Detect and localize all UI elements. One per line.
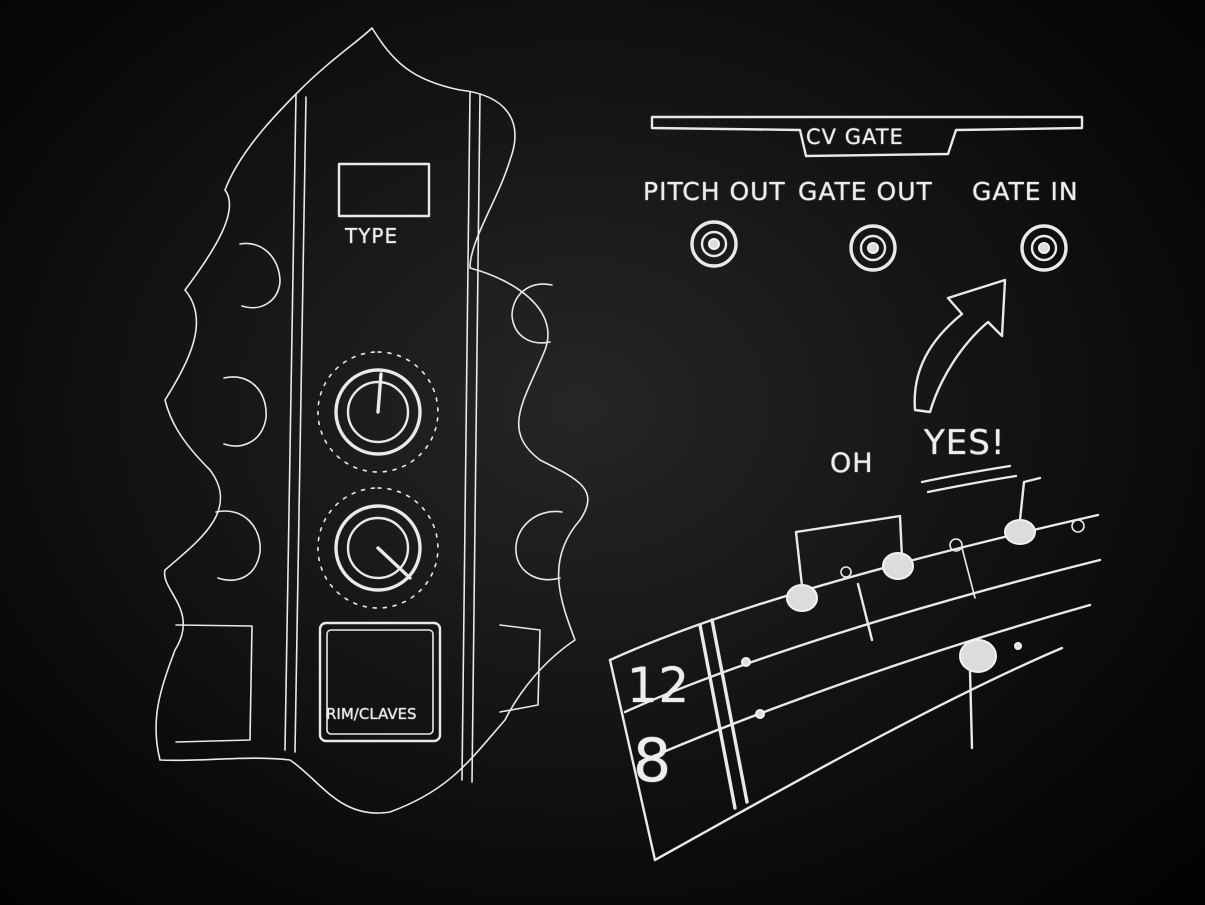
repeat-dot-bottom <box>755 709 765 719</box>
left-rail-outer <box>284 94 297 751</box>
knob-top-icon <box>317 351 439 473</box>
rim-claves-label: RIM/CLAVES <box>326 705 417 723</box>
note-1 <box>786 584 818 612</box>
staff-line-3 <box>638 603 1092 764</box>
jack-gate-out-icon <box>849 224 897 272</box>
curved-arrow-icon <box>913 278 1007 414</box>
module-outline <box>155 27 589 814</box>
right-rail-inner <box>471 93 481 783</box>
cv-gate-panel <box>650 115 1084 272</box>
jack-pitch-out-icon <box>690 220 738 268</box>
repeat-dot-top <box>741 657 751 667</box>
note-dot-1 <box>840 566 852 578</box>
note-stem-rest <box>856 582 874 642</box>
staff-line-4 <box>653 646 1064 862</box>
note-stem-2 <box>961 547 976 599</box>
knob-bottom-icon <box>317 487 439 609</box>
right-rail-outer <box>461 91 471 781</box>
pitch-out-label: PITCH OUT <box>643 177 786 206</box>
note-beam-1 <box>794 514 904 588</box>
right-button-ghost <box>499 624 541 713</box>
left-button-ghost <box>175 624 253 743</box>
left-rail-inner <box>294 96 307 753</box>
left-jack-ghost-2 <box>223 376 267 447</box>
cv-gate-header-bar <box>650 115 1084 158</box>
note-dot-2 <box>949 538 963 552</box>
gate-out-label: GATE OUT <box>798 177 933 206</box>
note-3 <box>1004 519 1036 545</box>
right-jack-ghost-2 <box>515 510 563 581</box>
music-staff <box>608 476 1102 862</box>
yes-underline-2 <box>926 474 1018 494</box>
barline-2 <box>710 618 749 804</box>
barline-1 <box>698 623 737 810</box>
note-2 <box>882 552 914 580</box>
type-display <box>337 162 431 218</box>
rim-claves-button-outline <box>318 621 442 743</box>
gate-in-label: GATE IN <box>972 177 1079 206</box>
note-dot-3 <box>1071 519 1085 533</box>
oh-annotation: OH <box>830 448 874 479</box>
left-jack-ghost-1 <box>239 242 281 309</box>
note-stem-4 <box>968 668 974 750</box>
staff-left-border <box>608 658 657 862</box>
yes-annotation: YES! <box>924 423 1006 463</box>
right-jack-ghost-1 <box>511 283 553 344</box>
drum-module <box>155 27 589 814</box>
rim-claves-button-inner <box>326 629 434 735</box>
cv-gate-title: CV GATE <box>806 125 904 149</box>
note-dot-4 <box>1014 642 1022 650</box>
note-4 <box>959 639 997 673</box>
jack-gate-in-icon <box>1020 224 1068 272</box>
time-signature-top: 12 <box>627 658 691 714</box>
type-label: TYPE <box>345 224 399 248</box>
left-jack-ghost-3 <box>215 510 261 581</box>
note-stem-3 <box>1018 476 1042 522</box>
yes-underline-1 <box>920 464 1012 484</box>
time-signature-bottom: 8 <box>633 726 673 796</box>
staff-line-2 <box>623 558 1102 714</box>
